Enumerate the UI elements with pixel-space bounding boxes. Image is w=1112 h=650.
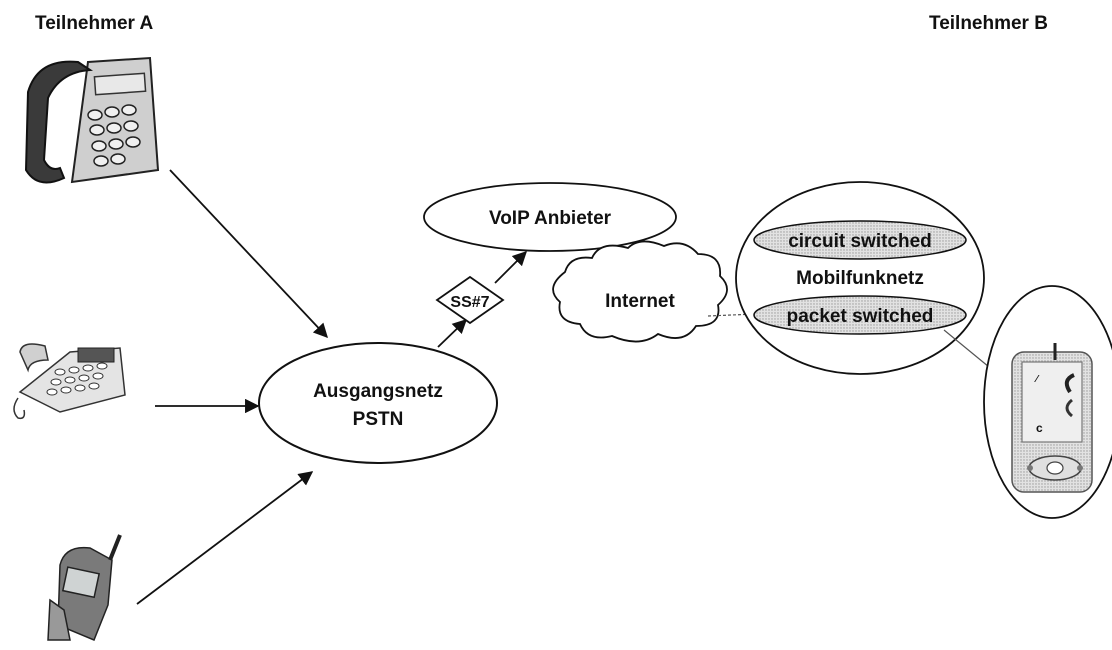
internet-label: Internet bbox=[605, 291, 675, 312]
mobilfunknetz-label: Mobilfunknetz bbox=[796, 268, 924, 289]
voip-provider-node: VoIP Anbieter bbox=[423, 182, 677, 252]
participant-b-label: Teilnehmer B bbox=[929, 13, 1048, 34]
packet-switched-oval bbox=[753, 295, 967, 335]
arrow-ss7-to-voip bbox=[494, 250, 528, 284]
smartphone-icon: ⁄ c bbox=[983, 285, 1112, 519]
arrow-internet-to-packet bbox=[707, 310, 756, 318]
packet-switched-label: packet switched bbox=[787, 306, 934, 327]
ss7-node: SS#7 bbox=[435, 275, 505, 325]
svg-text:⁄: ⁄ bbox=[1034, 374, 1040, 385]
cordless-telephone-icon bbox=[13, 343, 126, 420]
mobile-phone-icon bbox=[47, 534, 122, 641]
pstn-node: Ausgangsnetz PSTN bbox=[258, 342, 498, 464]
internet-cloud: Internet bbox=[552, 240, 728, 343]
circuit-switched-oval bbox=[753, 220, 967, 260]
arrow-mobile-to-pstn bbox=[136, 471, 314, 605]
voip-label: VoIP Anbieter bbox=[489, 208, 612, 229]
arrow-pstn-to-ss7 bbox=[437, 319, 468, 348]
pstn-label-line1: Ausgangsnetz bbox=[313, 381, 443, 402]
desk-telephone-icon bbox=[24, 56, 160, 184]
pstn-label-line2: PSTN bbox=[353, 409, 404, 430]
circuit-switched-label: circuit switched bbox=[788, 231, 932, 252]
ss7-label: SS#7 bbox=[450, 294, 489, 311]
arrow-desk-to-pstn bbox=[169, 169, 328, 339]
svg-text:c: c bbox=[1036, 421, 1043, 435]
mobile-network-node: circuit switched Mobilfunknetz packet sw… bbox=[735, 181, 985, 375]
participant-a-label: Teilnehmer A bbox=[35, 13, 154, 34]
